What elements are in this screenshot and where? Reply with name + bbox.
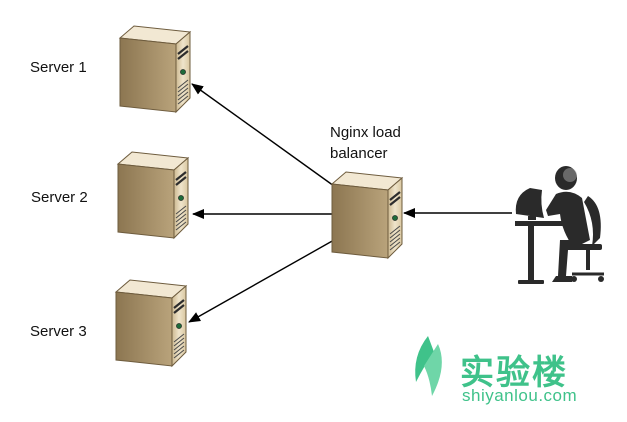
server-3-icon — [114, 278, 188, 368]
server-2-icon — [116, 150, 190, 240]
load-balancer-label-line1: Nginx load — [330, 124, 401, 141]
arrow-lb-to-server-1 — [191, 83, 335, 187]
server-2-label: Server 2 — [31, 189, 88, 206]
load-balancer-label-line2: balancer — [330, 145, 388, 162]
server-3-label: Server 3 — [30, 323, 87, 340]
watermark-brand-cn: 实验楼 — [460, 353, 568, 393]
load-balancer-label: Nginx load balancer — [330, 122, 401, 164]
server-1-icon — [118, 24, 192, 114]
watermark-brand-url: shiyanlou.com — [462, 386, 578, 405]
arrow-lb-to-server-3 — [188, 239, 335, 323]
server-1-label: Server 1 — [30, 59, 87, 76]
load-balancer-server-icon — [330, 170, 404, 260]
user-at-computer-icon — [515, 166, 604, 284]
brand-logo-icon — [415, 336, 442, 396]
